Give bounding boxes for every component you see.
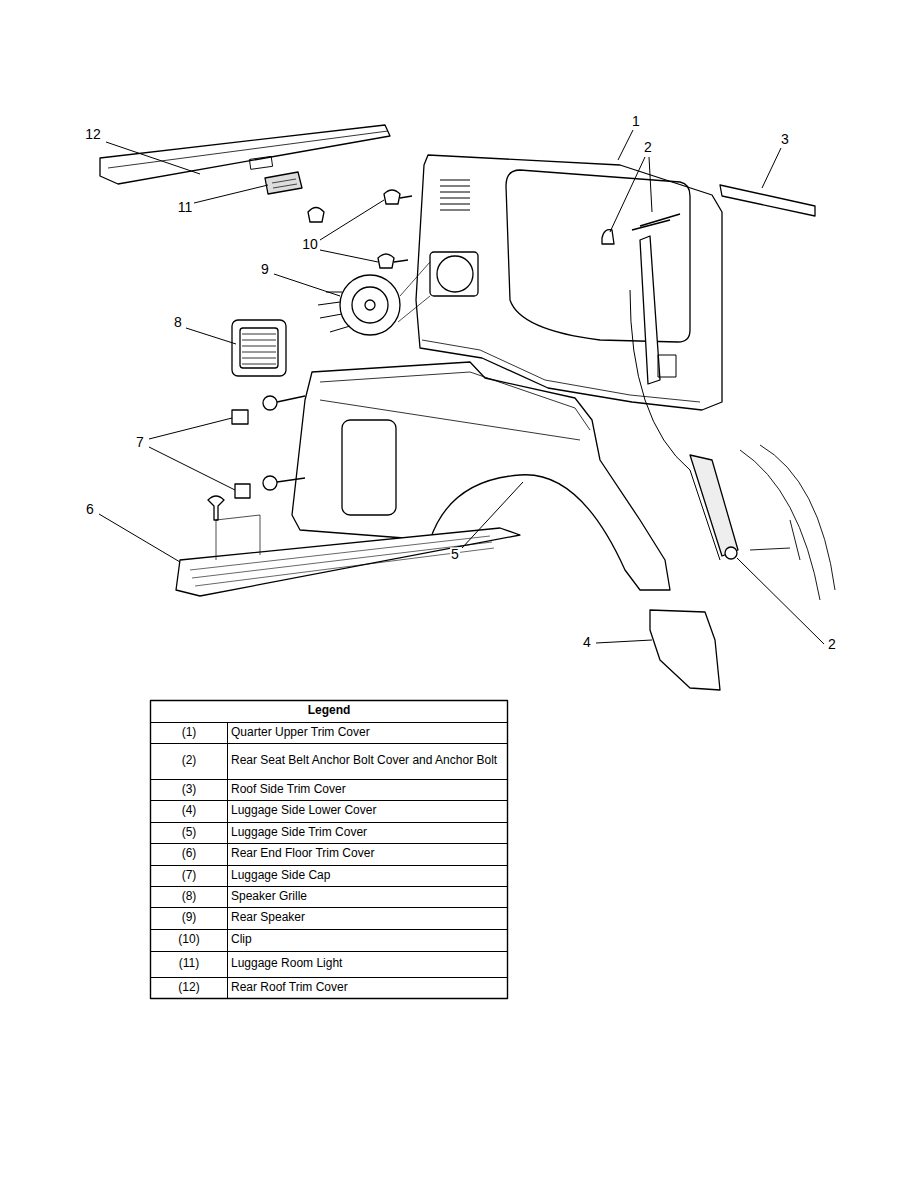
- table-name-cell: Luggage Side Lower Cover: [231, 804, 501, 817]
- legend-table: [150, 701, 508, 999]
- table-number-cell: (12): [178, 981, 199, 994]
- callout-number: 12: [84, 127, 102, 142]
- callout-number: 9: [260, 262, 270, 277]
- table-number-cell: (11): [179, 957, 199, 970]
- floor-trim: [176, 528, 520, 596]
- callout-number: 4: [582, 635, 592, 650]
- table-name-cell: Luggage Side Trim Cover: [231, 826, 501, 839]
- callout-number: 2: [643, 140, 653, 155]
- callout-number: 1: [631, 114, 641, 129]
- luggage-side-lower-cover: [650, 610, 720, 690]
- callout-number: 10: [301, 237, 319, 252]
- table-name-cell: Rear Roof Trim Cover: [231, 981, 501, 994]
- table-name-cell: Quarter Upper Trim Cover: [231, 726, 501, 739]
- callout-number: 5: [450, 547, 460, 562]
- callout-number: 6: [85, 502, 95, 517]
- leader-lines: [99, 130, 824, 644]
- callout-number: 7: [135, 435, 145, 450]
- table-number-cell: (2): [182, 754, 197, 767]
- room-light: [265, 172, 302, 194]
- table-name-cell: Speaker Grille: [231, 890, 501, 903]
- table-number-cell: (7): [182, 869, 197, 882]
- callout-number: 11: [177, 200, 194, 215]
- table-number-cell: (3): [182, 783, 197, 796]
- callout-number: 8: [173, 315, 183, 330]
- table-number-cell: (1): [182, 726, 197, 739]
- speaker-grille: [232, 320, 286, 376]
- callout-number: 2: [827, 637, 837, 652]
- table-heading: Legend: [308, 704, 351, 717]
- table-name-cell: Roof Side Trim Cover: [231, 783, 501, 796]
- roof-trim: [100, 125, 390, 184]
- callout-number: 3: [780, 132, 790, 147]
- table-number-cell: (4): [182, 804, 197, 817]
- table-name-cell: Rear End Floor Trim Cover: [231, 847, 501, 860]
- table-name-cell: Luggage Room Light: [231, 957, 501, 970]
- table-number-cell: (5): [182, 826, 197, 839]
- table-number-cell: (8): [182, 890, 197, 903]
- table-number-cell: (6): [182, 847, 197, 860]
- table-name-cell: Clip: [231, 933, 501, 946]
- roof-side-trim: [720, 185, 815, 216]
- table-name-cell: Rear Seat Belt Anchor Bolt Cover and Anc…: [231, 754, 501, 767]
- table-number-cell: (10): [178, 933, 199, 946]
- table-name-cell: Rear Speaker: [231, 911, 501, 924]
- table-number-cell: (9): [182, 911, 197, 924]
- table-name-cell: Luggage Side Cap: [231, 869, 501, 882]
